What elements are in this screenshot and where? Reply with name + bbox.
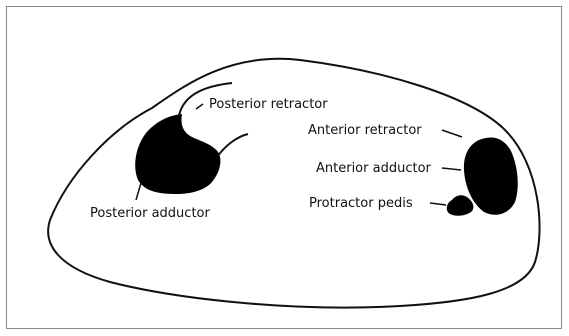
leader-anterior-adductor [442, 168, 461, 170]
leader-protractor-pedis [430, 203, 446, 205]
leader-posterior-retractor [196, 104, 203, 109]
label-anterior-adductor: Anterior adductor [316, 161, 432, 176]
label-posterior-adductor: Posterior adductor [90, 206, 210, 221]
label-posterior-retractor: Posterior retractor [209, 97, 328, 112]
label-protractor-pedis: Protractor pedis [309, 196, 413, 211]
label-anterior-retractor: Anterior retractor [308, 123, 422, 138]
posterior-adductor-scar [135, 114, 220, 194]
protractor-pedis-scar [447, 195, 474, 216]
leader-anterior-retractor [442, 130, 462, 137]
leader-posterior-adductor [136, 183, 141, 200]
